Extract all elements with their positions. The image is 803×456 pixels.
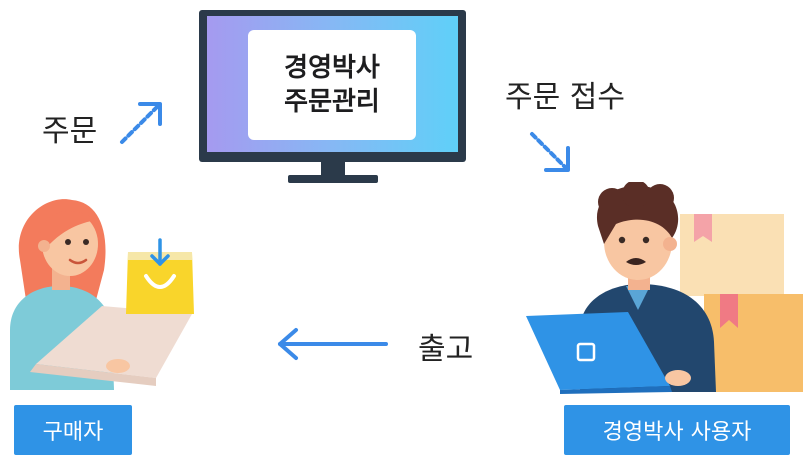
user-role-badge: 경영박사 사용자 (564, 405, 790, 455)
cardboard-boxes-icon (680, 214, 803, 392)
monitor-screen-label: 경영박사 주문관리 (248, 30, 416, 140)
order-step-label: 주문 (42, 114, 98, 149)
ship-step-label: 출고 (418, 332, 474, 367)
shopping-bag-icon (126, 238, 194, 314)
receive-arrow-icon (530, 132, 570, 172)
monitor-title-line1: 경영박사 (284, 53, 380, 83)
woman-laptop-illustration (10, 199, 192, 390)
ship-arrow-icon (278, 328, 388, 360)
receive-step-label: 주문 접수 (505, 80, 625, 115)
order-arrow-icon (120, 102, 162, 144)
buyer-role-badge: 구매자 (14, 405, 132, 455)
monitor-title-line2: 주문관리 (284, 87, 380, 117)
man-laptop-illustration (526, 182, 716, 394)
